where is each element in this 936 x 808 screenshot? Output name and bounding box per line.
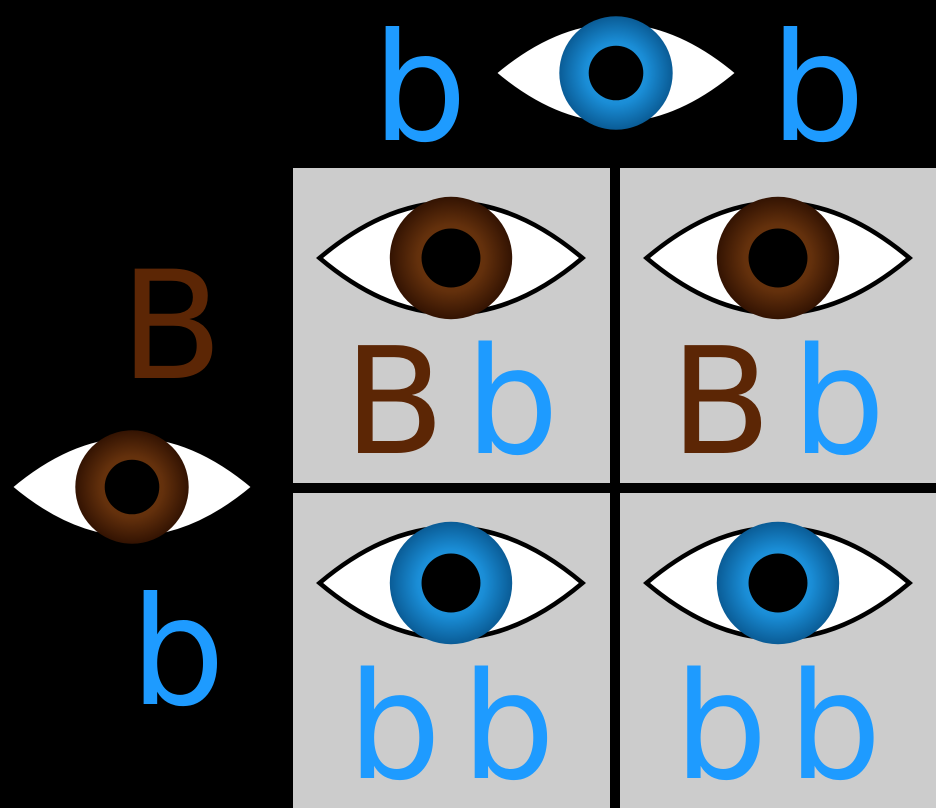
brown-eye-icon [316, 196, 587, 320]
punnett-cell-bottom-right: b b [619, 493, 936, 808]
blue-eye-icon [642, 521, 913, 645]
allele-letter: B [670, 316, 772, 488]
genotype-label: b b [674, 653, 882, 801]
allele-letter: b [465, 316, 559, 488]
punnett-cell-top-right: B b [619, 168, 936, 483]
genotype-label: b b [347, 653, 555, 801]
genotype-label: B b [670, 328, 886, 476]
left-parent-allele-bottom: b [130, 566, 226, 740]
allele-letter: b [673, 641, 768, 808]
blue-eye-icon [490, 16, 742, 130]
top-parent-allele-left: b [372, 2, 468, 176]
brown-eye-icon [6, 430, 258, 544]
allele-letter: b [787, 641, 882, 808]
allele-letter: B [343, 316, 446, 488]
brown-eye-icon [642, 196, 913, 320]
allele-letter: b [791, 316, 886, 488]
allele-letter: b [461, 641, 556, 808]
genotype-label: B b [344, 328, 560, 476]
punnett-cell-bottom-left: b b [293, 493, 610, 808]
top-parent-allele-right: b [770, 2, 866, 176]
punnett-grid: B b B b b b [293, 168, 936, 808]
blue-eye-icon [316, 521, 587, 645]
allele-letter: b [347, 641, 442, 808]
punnett-cell-top-left: B b [293, 168, 610, 483]
left-parent-allele-top: B [120, 240, 223, 414]
